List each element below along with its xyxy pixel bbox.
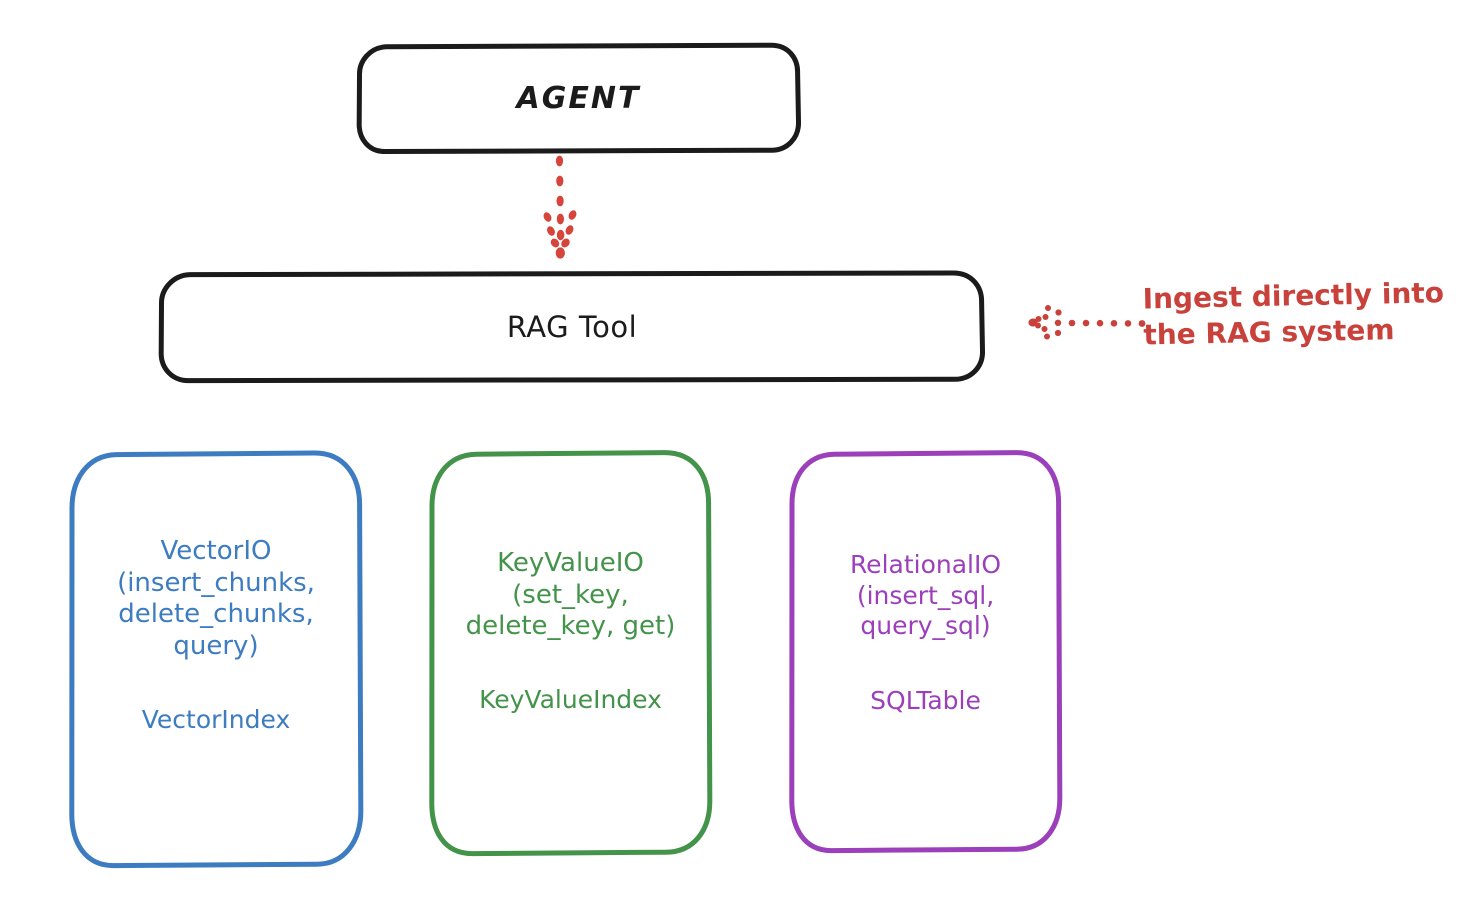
rag-tool-body: RAG Tool <box>157 310 987 344</box>
agent-body: AGENT <box>355 81 802 116</box>
node-keyvalueio[interactable]: KeyValueIO (set_key, delete_key, get) Ke… <box>428 450 713 857</box>
node-vectorio[interactable]: VectorIO (insert_chunks, delete_chunks, … <box>68 450 364 869</box>
relationalio-api-label: RelationalIO (insert_sql, query_sql) <box>849 550 1002 640</box>
vectorio-api-label: VectorIO (insert_chunks, delete_chunks, … <box>117 536 315 662</box>
agent-label: AGENT <box>516 80 641 116</box>
agent-to-rag-tool-arrow <box>543 155 577 259</box>
keyvalueio-index-label: KeyValueIndex <box>479 685 662 715</box>
ingest-pointer-arrow <box>1028 305 1146 340</box>
relationalio-index-label: SQLTable <box>870 685 981 715</box>
node-agent[interactable]: AGENT <box>355 42 802 155</box>
rag-tool-label: RAG Tool <box>506 309 638 344</box>
vectorio-body: VectorIO (insert_chunks, delete_chunks, … <box>68 450 364 735</box>
node-rag-tool[interactable]: RAG Tool <box>157 270 987 384</box>
vectorio-index-label: VectorIndex <box>141 704 291 734</box>
keyvalueio-body: KeyValueIO (set_key, delete_key, get) Ke… <box>428 450 713 716</box>
keyvalueio-api-label: KeyValueIO (set_key, delete_key, get) <box>465 548 676 642</box>
node-relationalio[interactable]: RelationalIO (insert_sql, query_sql) SQL… <box>788 450 1063 854</box>
relationalio-body: RelationalIO (insert_sql, query_sql) SQL… <box>788 450 1063 716</box>
ingest-annotation-text: Ingest directly into the RAG system <box>1142 276 1445 352</box>
